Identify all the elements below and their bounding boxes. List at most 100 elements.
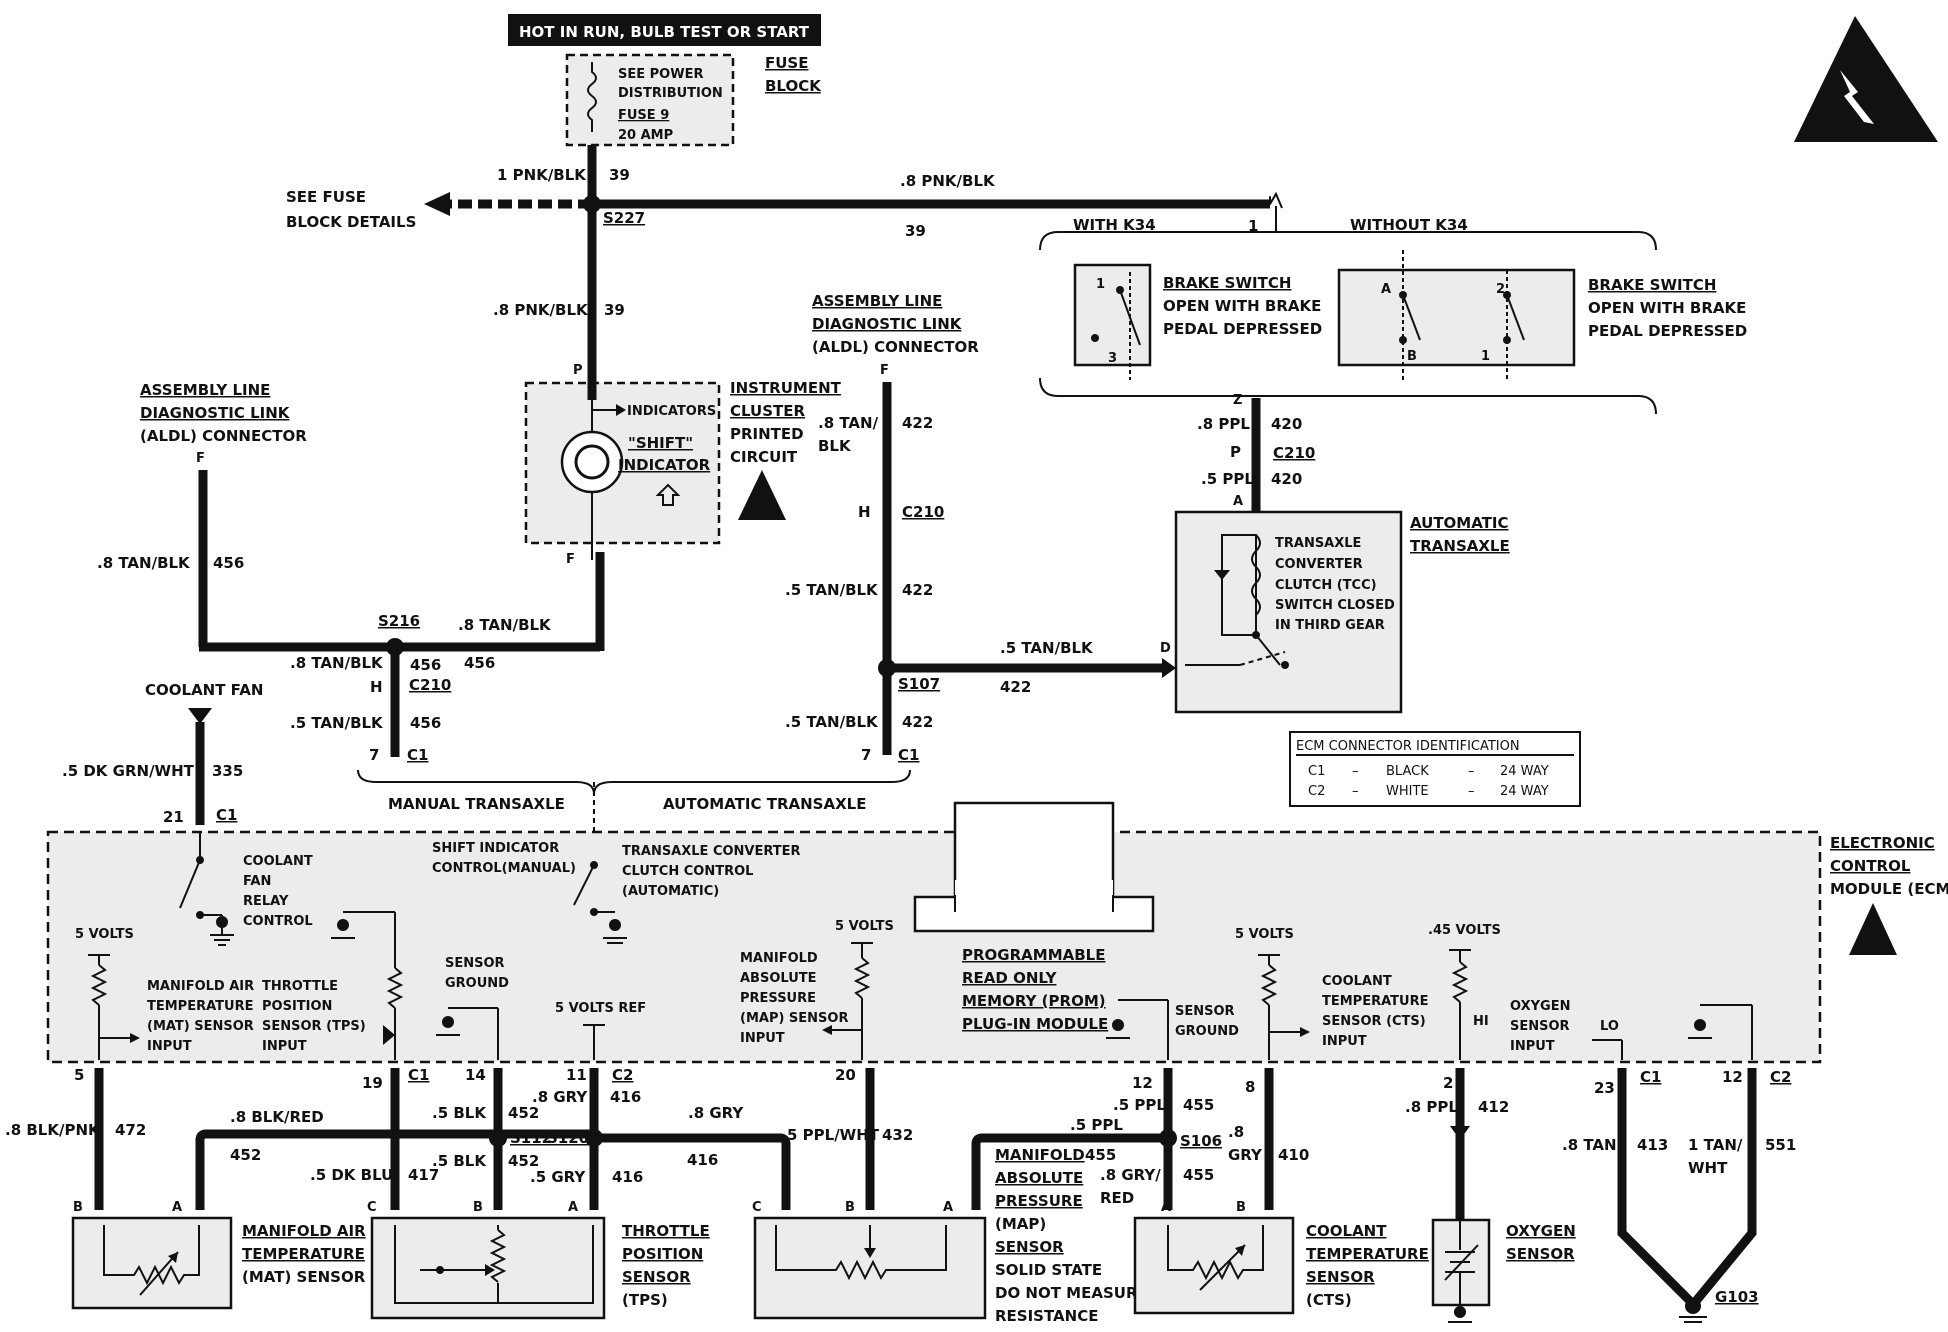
ecm-cts-3: SENSOR (CTS) <box>1322 1014 1426 1029</box>
map-label-6: SOLID STATE <box>995 1261 1102 1279</box>
conn-c2-ecm-a: C2 <box>612 1066 633 1084</box>
ecm-tps-2: POSITION <box>262 999 332 1014</box>
wire-gauge-422c: .5 TAN/BLK <box>1000 639 1094 657</box>
wire-circuit-456a: 456 <box>213 554 244 572</box>
pin-p-c210: P <box>1230 443 1241 461</box>
splice-s106-dot <box>1159 1129 1177 1147</box>
tps-label-1: THROTTLE <box>622 1222 710 1240</box>
fuse-name: FUSE 9 <box>618 108 669 123</box>
ecm-map-3: PRESSURE <box>740 991 816 1006</box>
wire-gauge-456a: .8 TAN/BLK <box>97 554 191 572</box>
ecm-title-2: CONTROL <box>1830 857 1911 875</box>
o2-ground-icon <box>1454 1306 1466 1318</box>
ecm-map-1: MANIFOLD <box>740 951 818 966</box>
ecm-id-row2-ways: 24 WAY <box>1500 784 1549 799</box>
wire-gauge-452a: .8 BLK/RED <box>230 1108 324 1126</box>
cts-pin-b: B <box>1236 1200 1246 1215</box>
brake2-label-2: OPEN WITH BRAKE <box>1588 299 1746 317</box>
wire-413 <box>1617 1068 1694 1305</box>
auto-transaxle-title-2: TRANSAXLE <box>1410 537 1510 555</box>
tcc-text-1: TRANSAXLE <box>1275 536 1361 551</box>
arrow-right-icon <box>1162 658 1176 678</box>
wire-gauge-551-1: 1 TAN/ <box>1688 1136 1743 1154</box>
ecm-o2-3: INPUT <box>1510 1039 1555 1054</box>
coolant-fan-label: COOLANT FAN <box>145 681 263 699</box>
splice-s112-label: S112 <box>510 1129 552 1147</box>
ecm-sg2-2: GROUND <box>1175 1024 1239 1039</box>
wire-circuit-422c: 422 <box>1000 678 1031 696</box>
tps-label-4: (TPS) <box>622 1291 668 1309</box>
cluster-shift-1: "SHIFT" <box>628 434 693 452</box>
wire-circuit-422d: 422 <box>902 713 933 731</box>
map-label-8: RESISTANCE <box>995 1307 1098 1325</box>
wire-circuit-456c: 456 <box>464 654 495 672</box>
aldl-right-title-3: (ALDL) CONNECTOR <box>812 338 979 356</box>
wire-gauge-5ppl: .5 PPL <box>1201 470 1254 488</box>
wire-circuit-472: 472 <box>115 1121 146 1139</box>
upshift-arrow-icon <box>655 483 681 506</box>
brake2-pin-2: 2 <box>1496 282 1505 297</box>
ecm-id-row1-conn: C1 <box>1308 764 1325 779</box>
pin-19: 19 <box>362 1074 383 1092</box>
ecm-title-1: ELECTRONIC <box>1830 834 1935 852</box>
ecm-prom-4: PLUG-IN MODULE <box>962 1015 1108 1033</box>
aldl-left-title-1: ASSEMBLY LINE <box>140 381 270 399</box>
fuse-block-label-1: FUSE <box>765 54 808 72</box>
cluster-indicators: INDICATORS <box>627 404 716 419</box>
cluster-shift-2: INDICATOR <box>618 456 711 474</box>
tcc-text-3: CLUTCH (TCC) <box>1275 578 1377 593</box>
wire-circuit-452a: 452 <box>230 1146 261 1164</box>
ecm-fan-3: RELAY <box>243 894 289 909</box>
splice-s216-label: S216 <box>378 612 420 630</box>
aldl-left-title-2: DIAGNOSTIC LINK <box>140 404 291 422</box>
wire-circuit-420b: 420 <box>1271 470 1302 488</box>
prom-chip <box>953 801 1115 897</box>
cluster-title-2: CLUSTER <box>730 402 805 420</box>
wire-circuit-416c: 416 <box>612 1168 643 1186</box>
ecm-mat-4: INPUT <box>147 1039 192 1054</box>
power-header: HOT IN RUN, BULB TEST OR START <box>508 14 821 46</box>
map-sensor: C B A MANIFOLD ABSOLUTE PRESSURE (MAP) S… <box>752 1146 1148 1325</box>
cts-label-1: COOLANT <box>1306 1222 1387 1240</box>
cluster-pin-p: P <box>573 363 583 378</box>
conn-c2-ecm-b: C2 <box>1770 1068 1791 1086</box>
coolant-fan-arrow-icon <box>188 708 212 724</box>
mat-pin-a: A <box>172 1200 182 1215</box>
pin-20: 20 <box>835 1066 856 1084</box>
ecm-o2-2: SENSOR <box>1510 1019 1570 1034</box>
ecm-prom-1: PROGRAMMABLE <box>962 946 1105 964</box>
coolant-fan-pin: 21 <box>163 808 184 826</box>
automatic-transaxle-label: AUTOMATIC TRANSAXLE <box>663 795 866 813</box>
conn-c1-left: C1 <box>407 746 428 764</box>
esd-warning-icon <box>1794 16 1938 142</box>
o2-label-1: OXYGEN <box>1506 1222 1576 1240</box>
mat-pin-b: B <box>73 1200 83 1215</box>
pin-14: 14 <box>465 1066 486 1084</box>
ecm-id-row2-color: WHITE <box>1386 784 1429 799</box>
wire-circuit-335: 335 <box>212 762 243 780</box>
ecm-sg2-1: SENSOR <box>1175 1004 1235 1019</box>
esd-cluster-icon <box>738 470 786 520</box>
cts-sensor: A B COOLANT TEMPERATURE SENSOR (CTS) <box>1133 1200 1429 1315</box>
wire-gauge-456b: .8 TAN/BLK <box>458 616 552 634</box>
ecm-id-row2-dash1: – <box>1352 784 1359 799</box>
wire-gauge-422a-1: .8 TAN/ <box>818 414 879 432</box>
aldl-right-title-2: DIAGNOSTIC LINK <box>812 315 963 333</box>
aldl-right-title-1: ASSEMBLY LINE <box>812 292 942 310</box>
wire-gauge-472: .8 BLK/PNK <box>5 1121 101 1139</box>
wire-gauge-455c-2: RED <box>1100 1189 1134 1207</box>
fan-ground-icon <box>216 916 228 928</box>
brake2-label-3: PEDAL DEPRESSED <box>1588 322 1747 340</box>
ecm-shift-2: CONTROL(MANUAL) <box>432 861 576 876</box>
tps-pin-c: C <box>367 1200 377 1215</box>
wire-gauge-422b: .5 TAN/BLK <box>785 581 879 599</box>
esd-ecm-icon <box>1849 903 1897 955</box>
ecm-fan-1: COOLANT <box>243 854 313 869</box>
wire-gauge-452c: .5 BLK <box>432 1152 487 1170</box>
ground-g103-icon <box>1685 1298 1701 1314</box>
ecm-fan-2: FAN <box>243 874 271 889</box>
coolant-fan-conn: C1 <box>216 806 237 824</box>
map-label-3: PRESSURE <box>995 1192 1083 1210</box>
ecm-map-4: (MAP) SENSOR <box>740 1011 848 1026</box>
brake-switch-2-box <box>1337 268 1576 367</box>
